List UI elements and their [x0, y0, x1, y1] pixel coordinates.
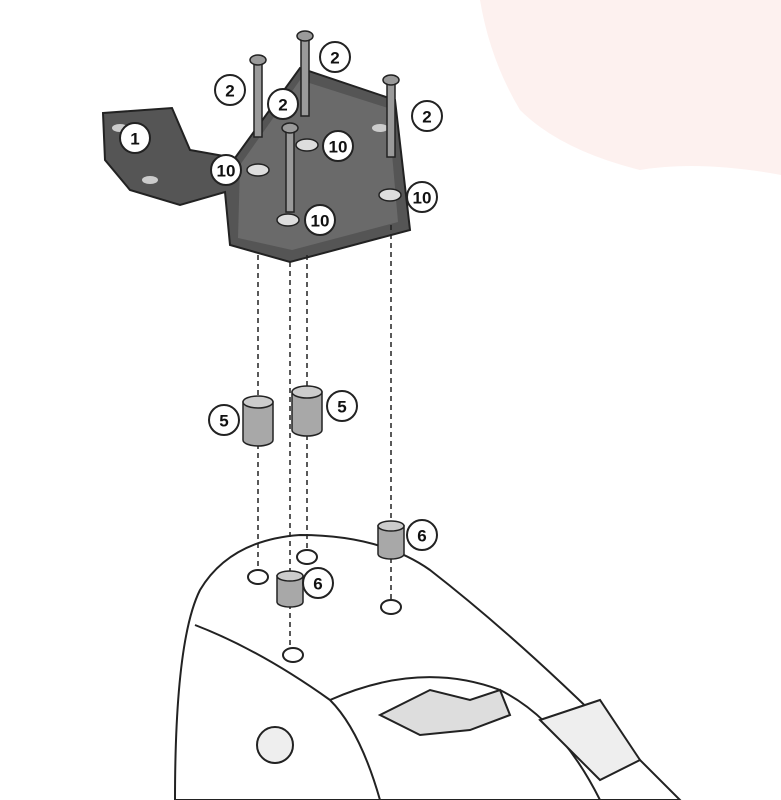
callout-circle [304, 204, 336, 236]
callout-bolt-a: 2 [214, 74, 246, 106]
callout-number: 10 [329, 138, 348, 157]
callout-circle [406, 181, 438, 213]
callout-number: 10 [413, 189, 432, 208]
callout-circle [208, 404, 240, 436]
callout-circle [326, 390, 358, 422]
callout-spacer-d: 6 [302, 567, 334, 599]
motorcycle-seat [173, 533, 682, 800]
callout-plate: 1 [119, 122, 151, 154]
background-blob [480, 0, 781, 175]
callouts: 1 2 2 2 2 10 10 10 10 5 5 6 6 [119, 41, 443, 599]
callout-circle [319, 41, 351, 73]
callout-number: 2 [225, 82, 234, 101]
callout-washer-d: 10 [406, 181, 438, 213]
callout-number: 5 [337, 398, 346, 417]
callout-circle [210, 154, 242, 186]
callout-bolt-b: 2 [319, 41, 351, 73]
callout-circle [406, 519, 438, 551]
washers [246, 138, 402, 227]
callout-number: 2 [422, 108, 431, 127]
callout-spacer-c: 6 [406, 519, 438, 551]
bolts [249, 30, 400, 213]
callout-number: 5 [219, 412, 228, 431]
callout-washer-c: 10 [304, 204, 336, 236]
callout-circle [214, 74, 246, 106]
callout-bolt-c: 2 [267, 88, 299, 120]
callout-washer-b: 10 [322, 130, 354, 162]
callout-number: 1 [130, 130, 139, 149]
callout-circle [302, 567, 334, 599]
callout-number: 6 [417, 527, 426, 546]
callout-spacer-a: 5 [208, 404, 240, 436]
callout-washer-a: 10 [210, 154, 242, 186]
callout-number: 2 [330, 49, 339, 68]
callout-bolt-d: 2 [411, 100, 443, 132]
callout-circle [411, 100, 443, 132]
callout-circle [267, 88, 299, 120]
callout-circle [322, 130, 354, 162]
callout-number: 6 [313, 575, 322, 594]
callout-spacer-b: 5 [326, 390, 358, 422]
callout-number: 10 [311, 212, 330, 231]
spacers [242, 385, 405, 608]
callout-circle [119, 122, 151, 154]
callout-number: 10 [217, 162, 236, 181]
callout-number: 2 [278, 96, 287, 115]
